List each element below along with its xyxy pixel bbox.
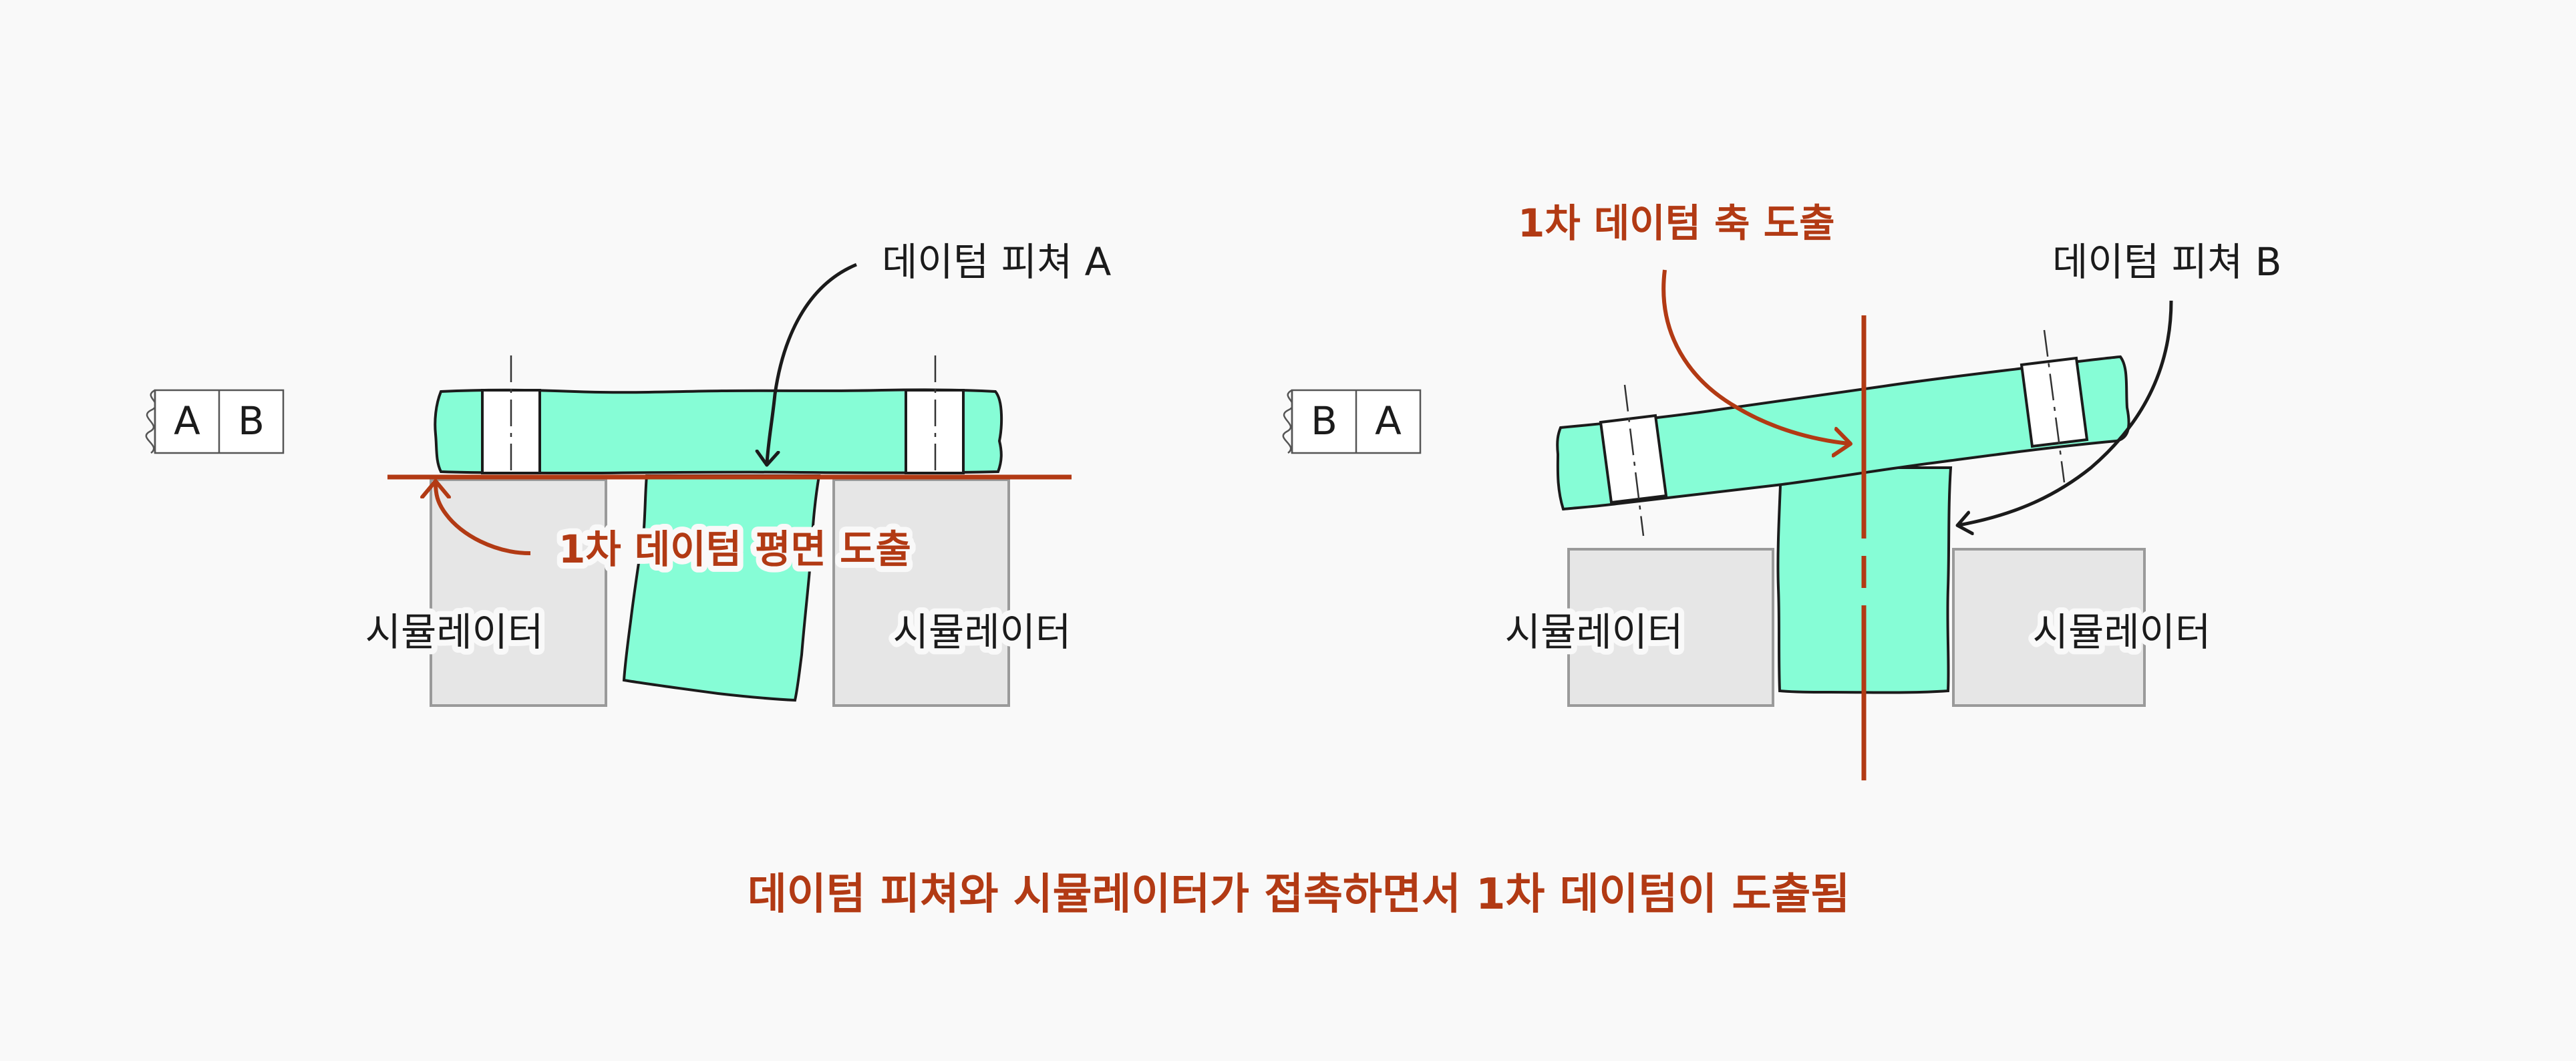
right-simulator-label-1: 시뮬레이터 — [1505, 609, 1683, 655]
right-hole-centerline-2 — [2043, 329, 2066, 483]
left-datum-result-label: 1차 데이텀 평면 도출 — [558, 526, 911, 572]
right-frame-first-datum: B — [1311, 398, 1337, 444]
right-bolt-hole-1 — [1599, 414, 1668, 504]
diagram-caption: 데이텀 피쳐와 시뮬레이터가 접촉하면서 1차 데이텀이 도출됨 — [748, 870, 1850, 919]
left-feature-control-frame: A B — [145, 389, 285, 454]
right-feature-label: 데이텀 피쳐 B — [2052, 239, 2281, 285]
right-hole-centerline-1 — [1623, 384, 1645, 537]
right-panel: B A 1차 데이텀 축 도출 데이텀 피쳐 B 시뮬레이터 시뮬레이터 — [1282, 194, 2287, 780]
right-feature-pointer-arrow — [1959, 300, 2173, 525]
left-frame-break-mark — [145, 389, 157, 454]
left-part-stem — [622, 474, 821, 702]
right-frame-break-mark — [1282, 389, 1294, 454]
left-simulator-label-1: 시뮬레이터 — [365, 609, 544, 655]
left-frame-second-datum: B — [238, 398, 265, 444]
right-frame-second-datum: A — [1375, 398, 1402, 444]
left-simulator-block-1 — [430, 478, 607, 707]
right-simulator-block-2 — [1952, 548, 2146, 707]
left-datum-plane-arrow — [436, 482, 531, 555]
left-feature-label: 데이텀 피쳐 A — [882, 239, 1112, 285]
left-feature-pointer-arrow — [767, 263, 857, 464]
right-datum-result-label: 1차 데이텀 축 도출 — [1518, 200, 1834, 246]
right-bolt-hole-2 — [2020, 356, 2089, 448]
right-datum-axis-gap-2 — [1860, 588, 1868, 605]
left-panel: A B 데이텀 피쳐 A 1차 데이텀 평면 도출 시뮬레이터 시뮬레이터 — [145, 239, 1112, 707]
right-datum-axis-gap-1 — [1860, 539, 1868, 556]
right-datum-axis-arrow — [1661, 269, 1849, 444]
left-frame-first-datum: A — [174, 398, 200, 444]
right-simulator-label-2: 시뮬레이터 — [2033, 609, 2211, 655]
left-simulator-label-2: 시뮬레이터 — [893, 609, 1072, 655]
right-simulator-block-1 — [1567, 548, 1774, 707]
right-feature-control-frame: B A — [1282, 389, 1422, 454]
left-simulator-block-2 — [832, 478, 1010, 707]
